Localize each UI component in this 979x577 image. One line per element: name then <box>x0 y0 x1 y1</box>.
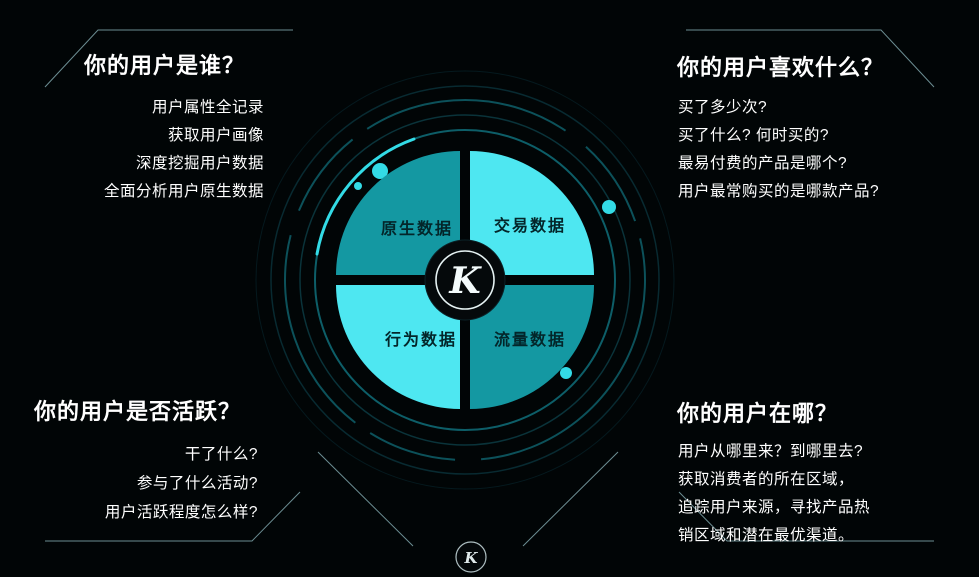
heading-where-are-users: 你的用户在哪？ <box>677 401 839 426</box>
body-are-users-active: 干了什么? 参与了什么活动? 用户活跃程度怎么样? <box>0 440 258 527</box>
corner-line-top-left <box>44 29 293 88</box>
body-line: 用户最常购买的是哪款产品? <box>678 183 880 200</box>
mid-ring <box>299 114 631 446</box>
brand-logo-letter: K <box>448 260 482 302</box>
body-line: 买了什么? 何时买的? <box>678 127 830 144</box>
orbit-dot-small <box>354 182 362 190</box>
footer-logo: K <box>455 541 487 573</box>
corner-line-bottom-left <box>45 491 301 542</box>
body-line: 最易付费的产品是哪个? <box>678 155 848 172</box>
connector-line-bottom-right-diagonal <box>522 451 619 547</box>
orbit-dot-top-left <box>372 163 388 179</box>
inner-ring <box>314 129 616 431</box>
segment-label-traffic-data: 流量数据 <box>493 332 566 349</box>
outer-faint-ring <box>255 70 675 490</box>
brand-logo-ring <box>435 250 495 310</box>
heading-are-users-active: 你的用户是否活跃？ <box>34 399 242 424</box>
footer-logo-ring <box>455 541 487 573</box>
body-where-are-users: 用户从哪里来？到哪里去? 获取消费者的所在区域， 追踪用户来源，寻找产品热 销区… <box>678 438 970 550</box>
brand-logo: K <box>424 239 506 321</box>
segment-behavior-data <box>336 285 460 409</box>
orbit-dot-bottom-right <box>560 367 572 379</box>
body-line: 用户从哪里来？到哪里去? <box>678 443 864 460</box>
body-line: 用户活跃程度怎么样? <box>104 504 258 521</box>
footer-logo-letter: K <box>463 549 478 567</box>
body-line: 销区域和潜在最优渠道。 <box>678 527 855 544</box>
segment-transaction-data <box>470 151 594 275</box>
body-who-are-users: 用户属性全记录 获取用户画像 深度挖掘用户数据 全面分析用户原生数据 <box>18 94 264 206</box>
orbit-dot-right <box>602 200 616 214</box>
heading-who-are-users: 你的用户是谁？ <box>84 53 246 78</box>
segment-traffic-data <box>470 285 594 409</box>
segment-label-transaction-data: 交易数据 <box>493 218 566 235</box>
outer-ring <box>270 85 660 475</box>
segment-label-behavior-data: 行为数据 <box>384 332 457 349</box>
body-line: 用户属性全记录 <box>151 99 264 116</box>
segment-native-data <box>336 151 460 275</box>
body-line: 参与了什么活动? <box>136 475 258 492</box>
body-line: 全面分析用户原生数据 <box>103 183 264 200</box>
heading-what-users-like: 你的用户喜欢什么？ <box>677 55 885 80</box>
dashed-ring <box>284 99 646 461</box>
body-line: 追踪用户来源，寻找产品热 <box>678 499 871 516</box>
body-what-users-like: 买了多少次? 买了什么? 何时买的? 最易付费的产品是哪个? 用户最常购买的是哪… <box>678 94 970 206</box>
bright-arc-segment <box>315 137 416 256</box>
corner-line-bottom-right <box>678 491 934 542</box>
connector-line-bottom-left-diagonal <box>317 451 414 547</box>
body-line: 获取消费者的所在区域， <box>678 471 855 488</box>
body-line: 干了什么? <box>184 446 258 463</box>
body-line: 获取用户画像 <box>167 127 264 144</box>
body-line: 深度挖掘用户数据 <box>135 155 264 172</box>
corner-line-top-right <box>686 29 935 88</box>
segment-label-native-data: 原生数据 <box>380 221 453 238</box>
body-line: 买了多少次? <box>678 99 768 116</box>
